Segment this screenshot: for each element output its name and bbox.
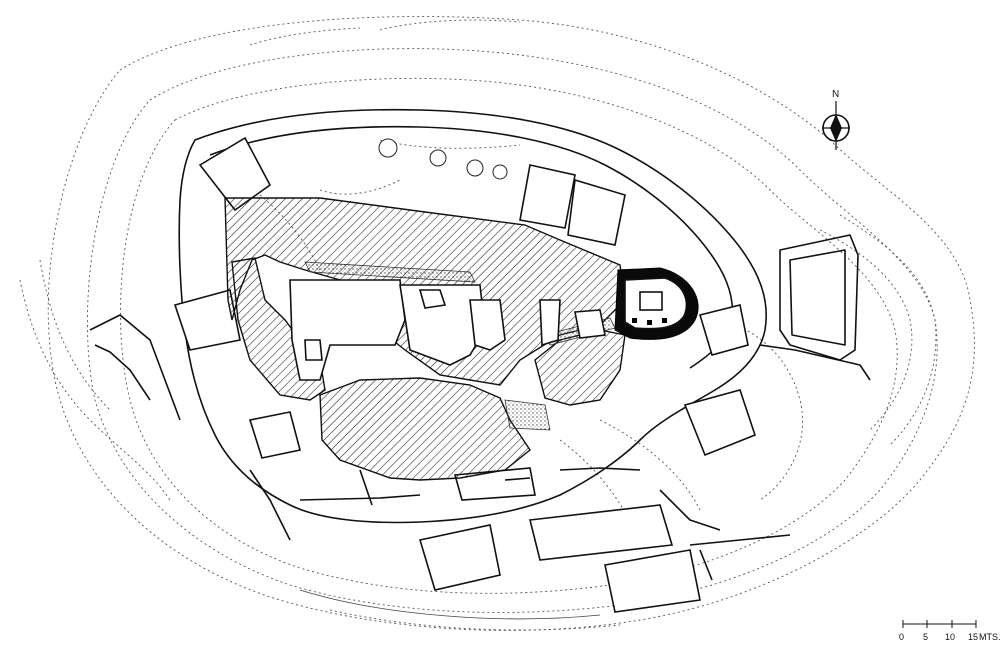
scale-tick-15: 15 bbox=[968, 632, 978, 642]
scale-unit: MTS. bbox=[979, 632, 1000, 642]
tower-black bbox=[614, 267, 699, 340]
scale-tick-0: 0 bbox=[899, 632, 904, 642]
scale-tick-10: 10 bbox=[945, 632, 955, 642]
outer-buildings bbox=[173, 136, 756, 613]
contour-lines bbox=[19, 16, 975, 631]
trees bbox=[378, 138, 508, 180]
svg-text:N: N bbox=[832, 89, 839, 100]
scale-bar: 0 5 10 15 MTS. bbox=[899, 620, 1000, 642]
wall-segments bbox=[249, 467, 791, 581]
north-arrow: N bbox=[822, 89, 850, 150]
interior-rooms bbox=[289, 279, 606, 381]
scale-tick-5: 5 bbox=[923, 632, 928, 642]
